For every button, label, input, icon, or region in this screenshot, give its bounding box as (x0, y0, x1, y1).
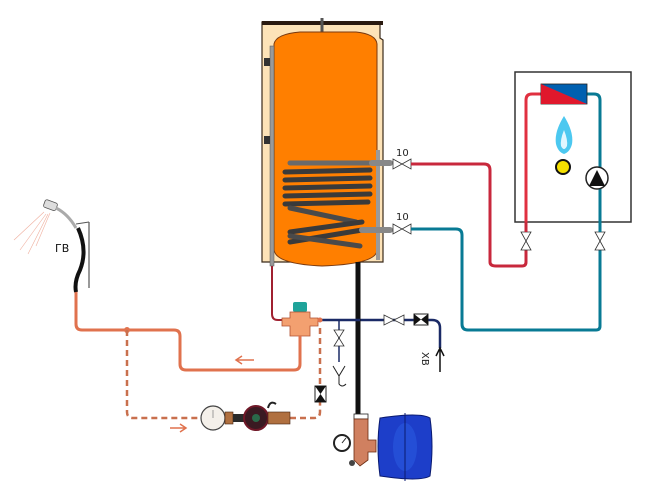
tank-hot-outlet (271, 266, 288, 321)
shower-hose (73, 227, 86, 293)
cold-inlet-label: ХВ (419, 352, 430, 366)
circulation-pump-icon (585, 166, 609, 190)
cold-shutoff-valve[interactable] (383, 314, 405, 326)
boiler-return-valve[interactable] (594, 231, 606, 251)
drain-valve[interactable] (333, 329, 345, 347)
heating-coil (282, 160, 393, 249)
coil-lower-valve-label: 10 (396, 212, 409, 223)
drain-funnel-icon (332, 365, 347, 387)
cold-water-pipe (360, 318, 442, 348)
boiler-supply-valve[interactable] (520, 231, 532, 251)
shower-label: ГВ (55, 242, 69, 255)
dhw-supply-pipe (74, 290, 302, 372)
return-pipe (411, 227, 602, 332)
expansion-vessel (377, 413, 433, 481)
check-valve[interactable] (413, 313, 429, 326)
burner-flame-icon (555, 116, 573, 154)
safety-group (333, 413, 377, 467)
coil-upper-valve-label: 10 (396, 148, 409, 159)
recirculation-thermometer-icon (200, 405, 234, 431)
shower-head-icon (13, 199, 90, 293)
coil-upper-valve[interactable]: 10 (392, 148, 412, 170)
mixing-valve[interactable] (281, 302, 319, 337)
recirculation-pump[interactable] (233, 401, 291, 431)
hot-supply-pipe (411, 162, 528, 268)
heat-exchanger (540, 83, 588, 105)
recirculation-pipe (125, 326, 322, 420)
burner-icon (555, 159, 571, 175)
recirculation-check-valve[interactable] (314, 385, 327, 403)
gas-boiler (514, 71, 632, 223)
recirculation-flow-arrow (170, 423, 188, 433)
cold-inlet-arrow (435, 346, 445, 372)
dhw-flow-arrow (234, 355, 254, 365)
coil-lower-valve[interactable]: 10 (392, 212, 412, 235)
